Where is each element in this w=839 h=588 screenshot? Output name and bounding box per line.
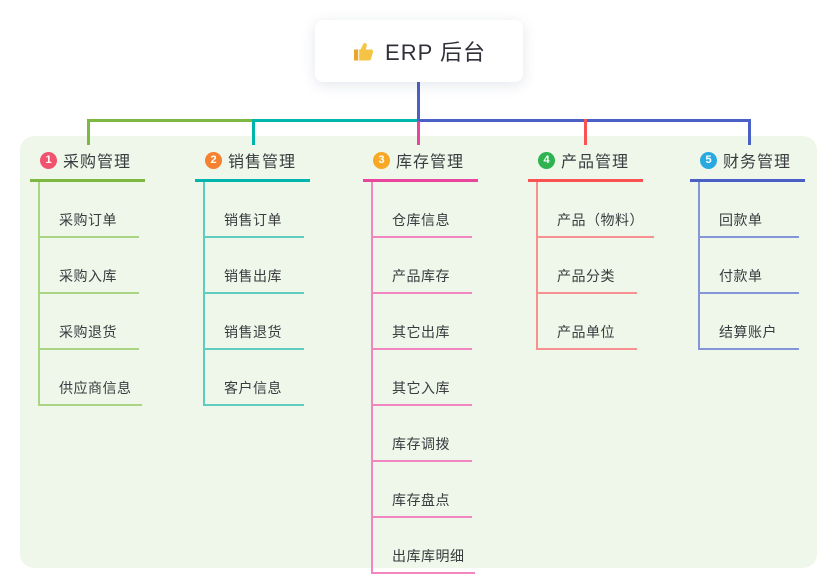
- root-node[interactable]: ERP 后台: [315, 20, 523, 82]
- tree-node[interactable]: 库存盘点: [373, 462, 472, 518]
- tree-node[interactable]: 出库库明细: [373, 518, 475, 574]
- branch-inventory-header[interactable]: 3 库存管理: [363, 148, 479, 182]
- connector-drop-purchase: [87, 119, 90, 145]
- branch-product-header[interactable]: 4 产品管理: [528, 148, 644, 182]
- branch-inventory: 3 库存管理 仓库信息 产品库存 其它出库 其它入库 库存调拨 库存盘点 出库库…: [363, 148, 479, 574]
- branch-number-badge: 1: [40, 151, 57, 169]
- branch-label: 库存管理: [396, 154, 465, 171]
- tree-node[interactable]: 产品（物料）: [538, 182, 654, 238]
- mindmap-background-panel: [20, 136, 817, 568]
- branch-sales: 2 销售管理 销售订单 销售出库 销售退货 客户信息: [195, 148, 311, 406]
- branch-purchase: 1 采购管理 采购订单 采购入库 采购退货 供应商信息: [30, 148, 146, 406]
- tree-node[interactable]: 付款单: [700, 238, 799, 294]
- connector-horizontal-mid: [252, 119, 418, 122]
- branch-purchase-children: 采购订单 采购入库 采购退货 供应商信息: [38, 182, 142, 406]
- tree-node[interactable]: 仓库信息: [373, 182, 472, 238]
- branch-inventory-children: 仓库信息 产品库存 其它出库 其它入库 库存调拨 库存盘点 出库库明细: [371, 182, 475, 574]
- connector-drop-finance: [748, 119, 751, 145]
- tree-node[interactable]: 客户信息: [205, 350, 304, 406]
- branch-label: 采购管理: [63, 154, 132, 171]
- tree-node[interactable]: 其它出库: [373, 294, 472, 350]
- branch-number-badge: 4: [538, 151, 555, 169]
- tree-node[interactable]: 供应商信息: [40, 350, 142, 406]
- branch-label: 销售管理: [228, 154, 297, 171]
- branch-purchase-header[interactable]: 1 采购管理: [30, 148, 146, 182]
- connector-root-stem: [417, 82, 420, 120]
- tree-node[interactable]: 结算账户: [700, 294, 799, 350]
- connector-horizontal-left: [87, 119, 253, 122]
- tree-node[interactable]: 采购入库: [40, 238, 139, 294]
- tree-node[interactable]: 回款单: [700, 182, 799, 238]
- tree-node[interactable]: 销售订单: [205, 182, 304, 238]
- connector-drop-inventory: [417, 121, 420, 145]
- branch-number-badge: 3: [373, 151, 390, 169]
- branch-finance-header[interactable]: 5 财务管理: [690, 148, 806, 182]
- branch-number-badge: 5: [700, 151, 717, 169]
- connector-drop-product: [584, 119, 587, 145]
- branch-sales-children: 销售订单 销售出库 销售退货 客户信息: [203, 182, 304, 406]
- tree-node[interactable]: 库存调拨: [373, 406, 472, 462]
- branch-finance: 5 财务管理 回款单 付款单 结算账户: [690, 148, 806, 350]
- tree-node[interactable]: 采购订单: [40, 182, 139, 238]
- tree-node[interactable]: 销售退货: [205, 294, 304, 350]
- branch-product: 4 产品管理 产品（物料） 产品分类 产品单位: [528, 148, 654, 350]
- thumbs-up-icon: [354, 43, 374, 61]
- tree-node[interactable]: 产品单位: [538, 294, 637, 350]
- tree-node[interactable]: 产品库存: [373, 238, 472, 294]
- branch-product-children: 产品（物料） 产品分类 产品单位: [536, 182, 654, 350]
- tree-node[interactable]: 产品分类: [538, 238, 637, 294]
- branch-finance-children: 回款单 付款单 结算账户: [698, 182, 799, 350]
- branch-sales-header[interactable]: 2 销售管理: [195, 148, 311, 182]
- root-node-label: ERP 后台: [385, 40, 486, 65]
- connector-drop-sales: [252, 119, 255, 145]
- branch-number-badge: 2: [205, 151, 222, 169]
- branch-label: 产品管理: [561, 154, 630, 171]
- branch-label: 财务管理: [723, 154, 792, 171]
- tree-node[interactable]: 销售出库: [205, 238, 304, 294]
- tree-node[interactable]: 其它入库: [373, 350, 472, 406]
- tree-node[interactable]: 采购退货: [40, 294, 139, 350]
